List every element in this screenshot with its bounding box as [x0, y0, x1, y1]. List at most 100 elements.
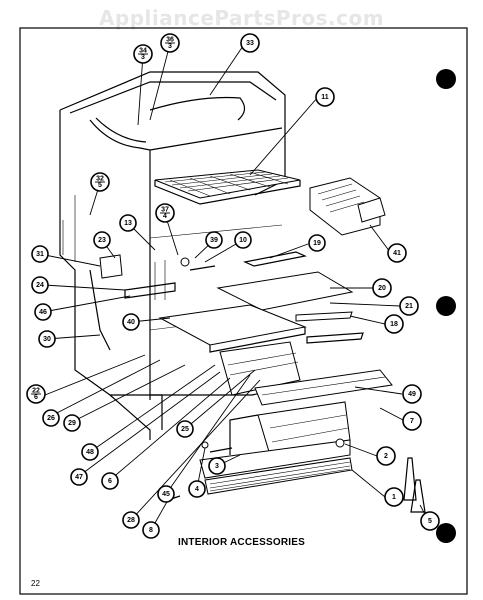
callout-21: 21: [399, 296, 419, 316]
callout-33: 33: [240, 33, 260, 53]
callout-13: 13: [119, 214, 137, 232]
callout-45: 45: [157, 485, 175, 503]
callout-subnumber: 4: [163, 213, 167, 220]
callout-circle: [402, 411, 422, 431]
callout-3: 3: [208, 457, 226, 475]
wire-shelf: [154, 169, 301, 205]
binder-hole-bottom: [436, 523, 456, 543]
callout-number: 37: [161, 207, 169, 214]
callout-number: 22: [32, 388, 40, 395]
binder-hole-top: [436, 69, 456, 89]
callout-number: 4: [195, 486, 199, 493]
callout-number: 10: [239, 237, 247, 244]
callout-number: 48: [86, 449, 94, 456]
callout-circle: [376, 446, 396, 466]
callout-22: 226: [26, 384, 46, 404]
callout-number: 3: [215, 463, 219, 470]
callout-number: 40: [127, 319, 135, 326]
crisper-drawers: [199, 341, 393, 479]
callout-circle: [142, 521, 160, 539]
callout-36: 363: [160, 33, 180, 53]
callout-circle: [63, 414, 81, 432]
callout-1: 1: [384, 487, 404, 507]
callout-circle: [38, 330, 56, 348]
watermark: AppliancePartsPros.com: [98, 6, 385, 30]
binder-hole-middle: [436, 296, 456, 316]
callout-circle: [308, 234, 326, 252]
callout-circle: [34, 303, 52, 321]
callout-number: 8: [149, 527, 153, 534]
callout-number: 6: [108, 478, 112, 485]
callout-number: 28: [127, 517, 135, 524]
callout-circle: [122, 313, 140, 331]
callout-48: 48: [81, 443, 99, 461]
callout-7: 7: [402, 411, 422, 431]
callout-number: 25: [181, 426, 189, 433]
callout-circle: [188, 480, 206, 498]
callout-number: 7: [410, 418, 414, 425]
callout-28: 28: [122, 511, 140, 529]
callout-8: 8: [142, 521, 160, 539]
callout-number: 19: [313, 240, 321, 247]
callout-number: 1: [392, 494, 396, 501]
callout-number: 36: [166, 37, 174, 44]
callout-5: 5: [420, 511, 440, 531]
callout-number: 31: [36, 251, 44, 258]
callout-circle: [402, 384, 422, 404]
callout-18: 18: [384, 314, 404, 334]
callout-4: 4: [188, 480, 206, 498]
callout-30: 30: [38, 330, 56, 348]
callout-10: 10: [234, 231, 252, 249]
callout-circle: [81, 443, 99, 461]
page-number: 22: [31, 579, 40, 588]
callout-number: 21: [405, 303, 413, 310]
callout-number: 5: [428, 518, 432, 525]
callout-20: 20: [372, 278, 392, 298]
callout-49: 49: [402, 384, 422, 404]
callout-circle: [70, 468, 88, 486]
callout-34: 343: [133, 44, 153, 64]
callout-subnumber: 6: [34, 394, 38, 401]
callout-number: 47: [75, 474, 83, 481]
callout-circle: [208, 457, 226, 475]
callout-47: 47: [70, 468, 88, 486]
callout-19: 19: [308, 234, 326, 252]
callout-circle: [122, 511, 140, 529]
callout-circle: [372, 278, 392, 298]
callout-26: 26: [42, 409, 60, 427]
callout-number: 29: [68, 420, 76, 427]
glass-shelf: [158, 251, 364, 353]
callout-number: 34: [139, 48, 147, 55]
callout-circle: [420, 511, 440, 531]
callout-circle: [234, 231, 252, 249]
callout-subnumber: 3: [168, 43, 172, 50]
callout-circle: [157, 485, 175, 503]
callout-circle: [205, 231, 223, 249]
callout-circle: [42, 409, 60, 427]
callout-number: 23: [98, 237, 106, 244]
callout-number: 30: [43, 336, 51, 343]
callout-25: 25: [176, 420, 194, 438]
callout-circle: [387, 243, 407, 263]
callout-number: 33: [246, 40, 254, 47]
callout-circle: [384, 314, 404, 334]
callout-number: 45: [162, 491, 170, 498]
callout-31: 31: [31, 245, 49, 263]
callout-11: 11: [315, 87, 335, 107]
callout-40: 40: [122, 313, 140, 331]
callout-number: 24: [36, 282, 44, 289]
callout-number: 49: [408, 391, 416, 398]
callout-number: 39: [210, 237, 218, 244]
callout-subnumber: 3: [141, 54, 145, 61]
callout-circle: [31, 276, 49, 294]
callout-number: 46: [39, 309, 47, 316]
callout-41: 41: [387, 243, 407, 263]
callout-circle: [399, 296, 419, 316]
callout-subnumber: 5: [98, 182, 102, 189]
callout-number: 20: [378, 285, 386, 292]
callout-number: 11: [321, 94, 329, 101]
callout-32: 325: [90, 172, 110, 192]
callout-circle: [240, 33, 260, 53]
